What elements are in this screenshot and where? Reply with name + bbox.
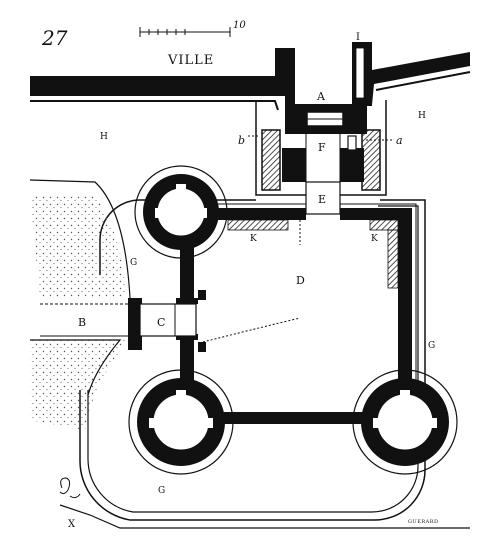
label-e: E xyxy=(318,193,326,206)
label-b: B xyxy=(78,316,86,329)
gate-block-a xyxy=(255,100,387,196)
label-k-left: K xyxy=(250,234,257,244)
gate-c-passage xyxy=(40,290,206,352)
tower-northwest xyxy=(134,165,228,259)
label-a: A xyxy=(316,90,326,103)
label-x: X xyxy=(68,519,76,530)
label-h-right: H xyxy=(418,111,426,121)
label-g-bottom: G xyxy=(158,486,165,496)
label-f: F xyxy=(318,141,326,154)
label-g-left: G xyxy=(130,258,137,268)
tower-southwest xyxy=(128,369,234,475)
scale-bar: 10 xyxy=(139,20,246,37)
label-c: C xyxy=(157,316,165,329)
plate-number: 27 xyxy=(41,26,68,50)
label-d: D xyxy=(296,274,305,287)
label-a-small: a xyxy=(396,134,403,147)
label-k-right: K xyxy=(371,234,378,244)
scale-label: 10 xyxy=(233,20,246,31)
compass-mark xyxy=(59,477,81,499)
label-g-right: G xyxy=(428,341,435,351)
wall-turret-i xyxy=(352,42,372,106)
city-wall xyxy=(30,48,471,111)
label-b-small: b xyxy=(238,134,245,147)
curtain-walls xyxy=(180,203,417,424)
terrain-left xyxy=(29,179,131,430)
label-h-left: H xyxy=(100,132,108,142)
engraver-signature: GUERARD xyxy=(408,519,439,525)
label-i: I xyxy=(356,32,360,43)
tower-southeast xyxy=(352,369,458,475)
label-ville: VILLE xyxy=(167,53,214,68)
gate-e-passage xyxy=(305,181,341,215)
guide-lines xyxy=(202,135,392,343)
